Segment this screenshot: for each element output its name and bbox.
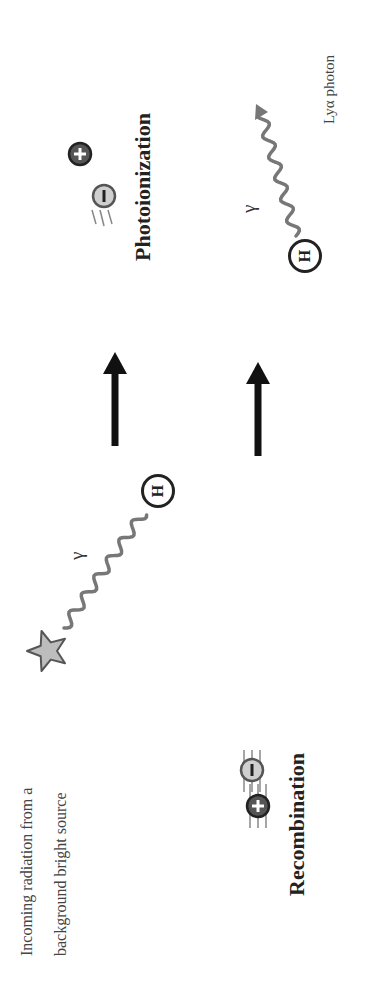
atom-symbol: H (150, 485, 166, 497)
photon-caption: Lyα photon (320, 55, 338, 124)
proton (69, 143, 91, 165)
photon-symbol: γ (66, 552, 89, 560)
atom-symbol: H (297, 250, 313, 262)
motion-lines (92, 210, 112, 226)
proton (247, 795, 269, 817)
process-arrow (255, 381, 262, 456)
bright-source-star (27, 631, 65, 671)
photon-symbol: γ (238, 205, 261, 213)
process-title: Photoionization (130, 113, 156, 261)
process-arrowhead (246, 362, 270, 384)
photon-wave (64, 515, 147, 628)
hydrogen-atom: H (141, 474, 175, 508)
photon-arrowhead (255, 104, 268, 120)
process-arrowhead (103, 352, 127, 374)
electron (93, 185, 115, 207)
process-arrow (112, 371, 119, 446)
process-title: Recombination (284, 753, 310, 896)
photon-wave (259, 118, 300, 236)
plus-sign (252, 805, 264, 808)
hydrogen-atom: H (288, 239, 322, 273)
source-caption: Incoming radiation from a background bri… (10, 756, 78, 956)
plus-sign (74, 153, 86, 156)
electron (241, 759, 263, 781)
minus-sign (251, 764, 254, 776)
minus-sign (103, 190, 106, 202)
